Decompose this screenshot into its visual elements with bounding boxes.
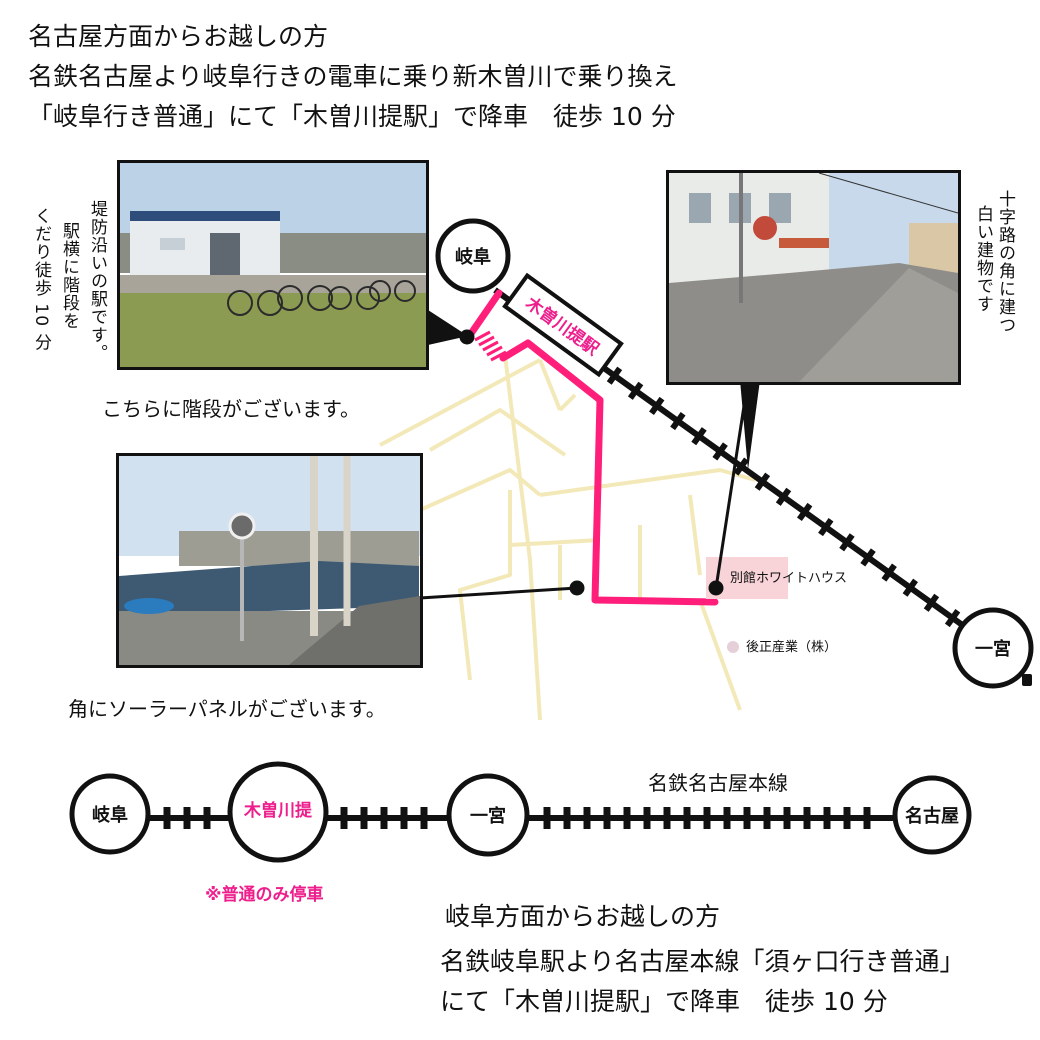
footer-line-2: 名鉄岐阜駅より名古屋本線「須ヶ口行き普通」 [440, 947, 965, 976]
header-line-1: 名古屋方面からお越しの方 [28, 22, 329, 51]
line-name-label: 名鉄名古屋本線 [648, 771, 788, 795]
station-label-gifu: 岐阜 [455, 246, 491, 268]
building-photo [666, 170, 961, 385]
destination-label: 別館ホワイトハウス [730, 571, 847, 586]
footer-line-3: にて「木曽川提駅」で降車 徒歩 10 分 [440, 987, 888, 1016]
station-circle-gifu [435, 218, 511, 294]
left-note-col-3: くだり徒歩 10 分 [31, 207, 51, 352]
line-diagram-ties [163, 807, 871, 829]
railway-tie [839, 533, 855, 552]
diagram-station-ichinomiya-label: 一宮 [470, 805, 506, 827]
landmark-label: 後正産業（株） [746, 639, 837, 655]
railway-tie [606, 366, 623, 385]
photo-pointers [419, 320, 750, 600]
solar-panel-photo [116, 453, 423, 668]
railway-tie [923, 593, 940, 612]
station-photo [117, 160, 429, 370]
diagram-station-ichinomiya [446, 773, 530, 857]
map-roads [379, 354, 756, 721]
right-note-col-1: 十字路の角に建つ [995, 190, 1015, 334]
walking-route [466, 289, 719, 606]
diagram-station-gifu-label: 岐阜 [92, 804, 128, 826]
left-note-col-1: 堤防沿いの駅です。 [87, 200, 107, 362]
callout-tail [740, 380, 760, 470]
diagram-station-nagoya-label: 名古屋 [905, 805, 959, 827]
railway-tie [733, 457, 749, 476]
railway-tie [944, 608, 961, 628]
diagram-station-gifu [69, 773, 151, 855]
railway-tie [649, 396, 665, 416]
station-label-ichinomiya: 一宮 [975, 638, 1011, 660]
diagram-station-nagoya [892, 775, 972, 855]
railway-tie [796, 502, 813, 522]
left-note-col-2: 駅横に階段を [59, 222, 79, 330]
stairs-marks [474, 330, 507, 362]
diagram-station-kisogawazutsumi [227, 761, 329, 863]
header-line-2: 名鉄名古屋より岐阜行きの電車に乗り新木曽川で乗り換え [28, 62, 678, 91]
diagram-station-kisogawazutsumi-label: 木曽川提 [243, 800, 313, 821]
railway-tie [691, 427, 707, 446]
railway-tie [860, 548, 876, 567]
landmark-dot [727, 641, 739, 653]
track-end-cap [1022, 674, 1032, 686]
callout-tail-left [428, 310, 468, 345]
railway-tie [627, 381, 644, 400]
header-line-3: 「岐阜行き普通」にて「木曽川提駅」で降車 徒歩 10 分 [28, 102, 676, 131]
caption-stairs: こちらに階段がございます。 [102, 397, 360, 421]
right-note-col-2: 白い建物です [973, 205, 993, 313]
railway-tie [754, 472, 771, 491]
railway-tie [712, 442, 728, 461]
railway-tie [818, 518, 834, 537]
railway-tie [902, 578, 918, 597]
stop-note: ※普通のみ停車 [205, 885, 324, 905]
railway-tie [775, 487, 792, 506]
railway-tie [670, 412, 686, 431]
station-circle-ichinomiya [952, 607, 1034, 689]
railway-tie [881, 563, 897, 582]
footer-line-1: 岐阜方面からお越しの方 [445, 902, 721, 931]
caption-solar: 角にソーラーパネルがございます。 [68, 697, 386, 721]
railway-ties [564, 336, 961, 628]
